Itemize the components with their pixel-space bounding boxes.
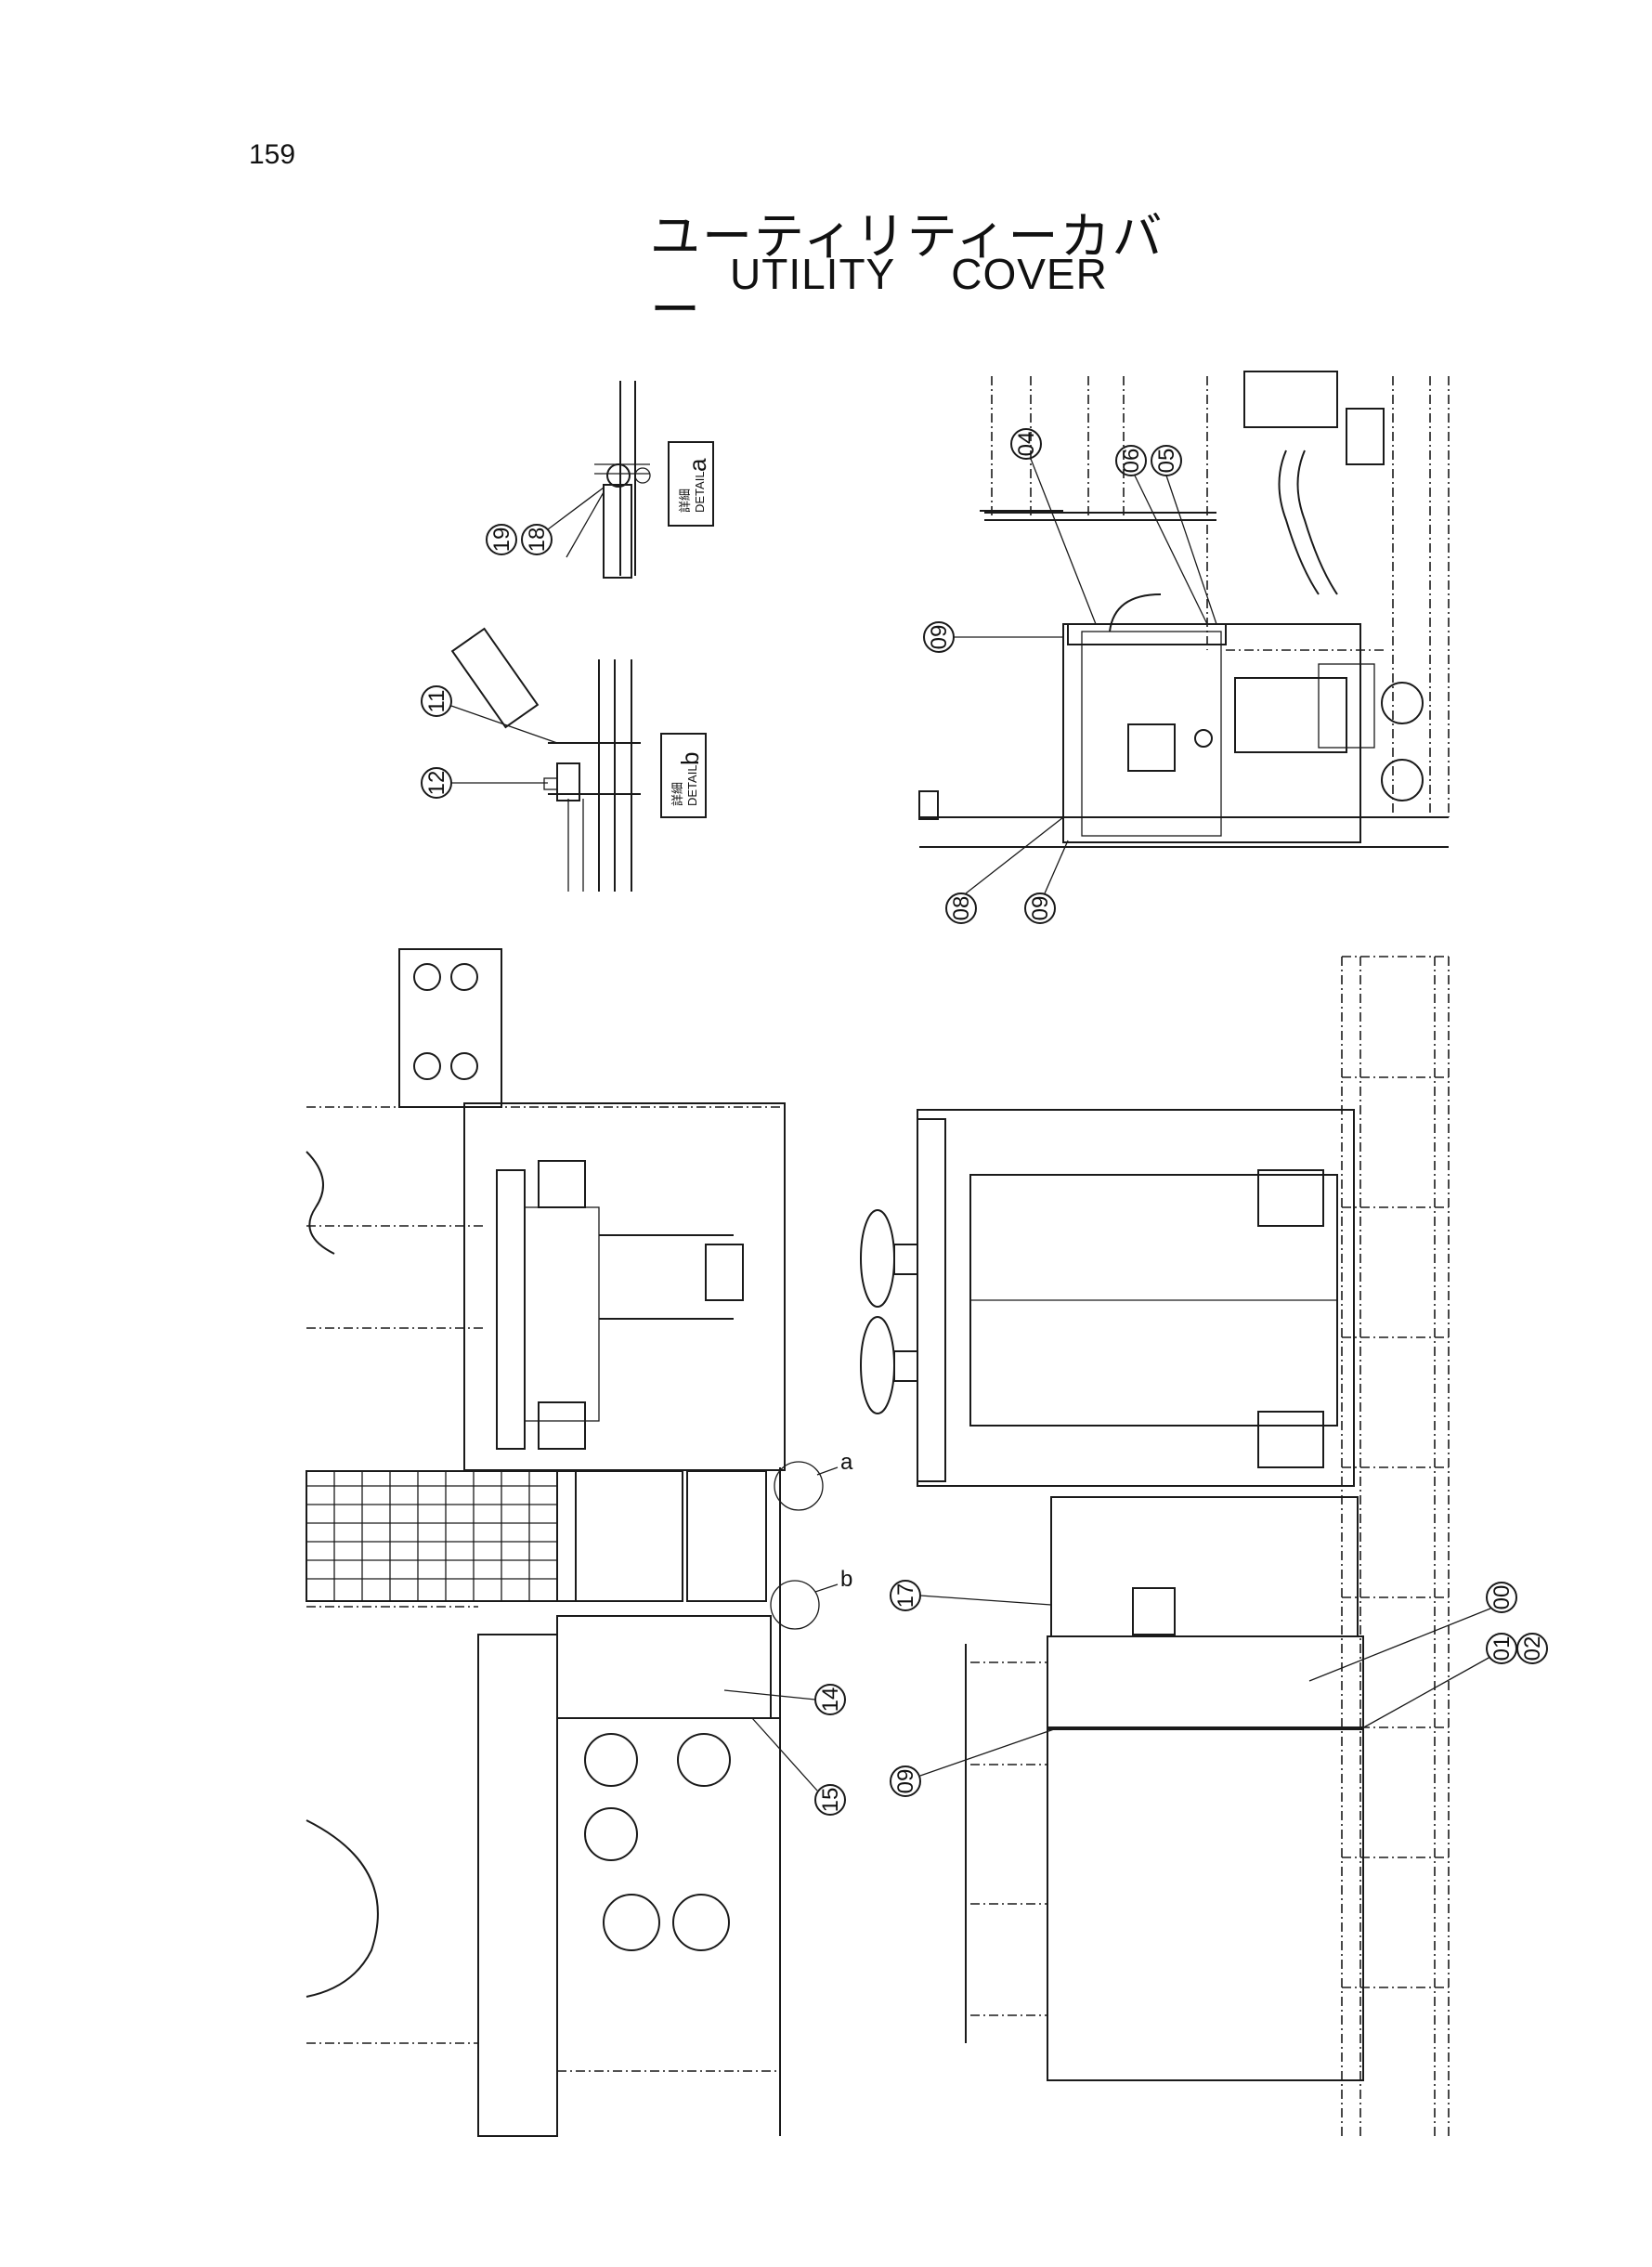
svg-text:15: 15 [818,1788,843,1813]
svg-text:09: 09 [927,625,952,650]
detail-b-en: DETAIL [685,764,699,806]
svg-text:19: 19 [489,528,514,553]
detail-b-jp: 詳細 [670,782,684,806]
callout-09-mid: 09 [1024,840,1069,924]
marker-b: b [840,1567,852,1592]
callout-12: 12 [421,767,548,799]
svg-text:08: 08 [949,896,974,921]
grating [306,1471,557,1601]
callout-18: 18 [521,487,605,555]
callout-02: 02 [1516,1633,1548,1664]
callout-04: 04 [1010,428,1097,625]
svg-text:18: 18 [525,528,550,553]
callout-06: 06 [1115,445,1208,625]
svg-text:14: 14 [818,1687,843,1713]
svg-text:09: 09 [1028,896,1053,921]
svg-text:12: 12 [424,771,449,796]
svg-text:05: 05 [1154,449,1179,474]
detail-a-view [566,381,651,579]
callout-17: 17 [890,1580,1052,1611]
svg-text:06: 06 [1119,449,1144,474]
callout-11: 11 [421,685,558,744]
title-japanese: ユーティリティーカバー [650,207,1164,339]
svg-text:02: 02 [1520,1636,1545,1661]
callout-08: 08 [945,816,1064,924]
svg-text:17: 17 [893,1583,918,1609]
svg-text:09: 09 [893,1769,918,1794]
title-english-word-2: COVER [951,250,1108,298]
svg-text:01: 01 [1489,1636,1515,1661]
left-bottom-assembly [306,948,824,2137]
page-number: 159 [249,139,296,170]
svg-text:04: 04 [1014,432,1039,457]
marker-a: a [840,1450,853,1475]
title-english: UTILITY COVER [730,249,1108,299]
svg-text:11: 11 [424,690,449,713]
detail-a-jp: 詳細 [678,489,692,513]
detail-b-label: 詳細 DETAIL b [660,733,707,818]
detail-a-label: 詳細 DETAIL a [668,441,714,527]
detail-markers: a b [814,1450,853,1593]
detail-b-view [450,627,641,892]
right-bottom-assembly [860,956,1450,2136]
detail-a-letter: a [683,458,711,472]
callout-01: 01 [1359,1633,1517,1730]
callout-09-bottom: 09 [890,1728,1055,1797]
callout-14: 14 [723,1684,846,1715]
callouts: 19 18 11 12 04 06 05 09 08 09 00 17 01 0… [421,428,1548,1816]
callout-15: 15 [751,1717,846,1816]
title-english-word-1: UTILITY [730,250,896,298]
top-right-assembly [918,371,1450,848]
detail-a-en: DETAIL [693,471,707,513]
svg-text:00: 00 [1489,1585,1515,1610]
callout-00: 00 [1308,1582,1517,1682]
callout-05: 05 [1151,445,1217,625]
callout-09-top: 09 [923,621,1063,653]
detail-b-letter: b [676,752,704,765]
callout-19: 19 [486,524,517,555]
